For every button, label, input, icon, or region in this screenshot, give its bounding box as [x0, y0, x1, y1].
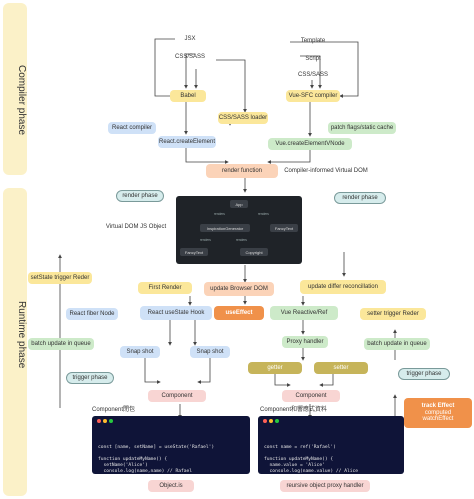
render-function-node: render function	[206, 164, 278, 178]
template-node: Template	[300, 37, 326, 44]
jsx-node: JSX	[184, 35, 196, 42]
vue-code-panel: const name = ref('Rafael') function upda…	[258, 416, 404, 474]
render-phase-left-node: render phase	[116, 190, 164, 202]
vdom-renders-label-3: renders	[200, 238, 211, 242]
css-sass-left-node: CSS/SASS	[174, 53, 205, 60]
object-is-node: Object.is	[148, 480, 194, 492]
css-sass-loader-node: CSS/SASS loader	[218, 112, 268, 124]
code-line: function updateMyName() {	[264, 456, 334, 462]
script-node: Script	[305, 55, 321, 62]
runtime-phase-band	[3, 188, 27, 496]
snap-shot-left-node: Snap shot	[120, 346, 160, 358]
code-line: console.log(name,name) // Rafael	[98, 469, 193, 474]
react-fiber-node: React fiber Node	[66, 308, 118, 320]
getter-node: getter	[248, 362, 302, 374]
first-render-node: First Render	[138, 282, 192, 294]
babel-node: Babel	[170, 90, 206, 102]
code-line: const name = ref('Rafael')	[264, 444, 336, 450]
compiler-phase-band	[3, 3, 27, 175]
vdom-copyright-node: Copyright	[240, 248, 268, 256]
css-sass-right-node: CSS/SASS	[297, 71, 328, 78]
batch-update-right-node: batch update in queue	[364, 338, 430, 350]
component-right-node: Component	[282, 390, 340, 402]
component-left-caption: Component閉包	[92, 407, 136, 413]
trigger-phase-right-node: trigger phase	[398, 368, 450, 380]
vue-reactive-ref-node: Vue Reactive/Ref	[270, 306, 338, 320]
vdom-fancy-text-top-node: FancyText	[270, 224, 298, 232]
vdom-renders-label-4: renders	[236, 238, 247, 242]
use-effect-node: useEffect	[214, 306, 264, 320]
runtime-phase-label: Runtime phase	[16, 301, 27, 369]
react-usestate-hook-node: React useState Hook	[140, 306, 212, 320]
trigger-phase-left-node: trigger phase	[66, 372, 114, 384]
vdom-inspiration-node: InspirationGenerator	[200, 224, 250, 232]
window-dots	[263, 419, 279, 423]
code-line: function updateMyName() {	[98, 456, 168, 462]
code-line: const [name, setName] = useState('Rafael…	[98, 444, 215, 450]
code-line: setName('Alice')	[98, 463, 148, 469]
computed-watch-label: computed watchEffect	[422, 409, 454, 423]
component-left-node: Component	[148, 390, 206, 402]
react-code-body: const [name, setName] = useState('Rafael…	[98, 445, 244, 474]
track-effect-label: track Effect	[421, 403, 455, 410]
vue-create-vnode-node: Vue.createElementVNode	[268, 138, 352, 150]
recursive-proxy-node: reursive object proxy handler	[280, 480, 370, 492]
code-line: console.log(name.value) // Alice	[264, 469, 359, 474]
react-compiler-node: React compiler	[108, 122, 156, 134]
vue-code-body: const name = ref('Rafael') function upda…	[264, 445, 398, 474]
track-effect-node: track Effect computed watchEffect	[404, 398, 472, 428]
setter-trigger-node: setter trigger Reder	[360, 308, 426, 320]
vdom-app-node: App	[230, 200, 248, 208]
code-line: name.value = 'Alice'	[264, 463, 325, 469]
window-dots	[97, 419, 113, 423]
vdom-fancy-text-bottom-node: FancyText	[180, 248, 208, 256]
set-state-trigger-node: setState trigger Reder	[28, 272, 92, 284]
react-create-element-node: React.createElement	[158, 136, 216, 148]
vdom-renders-label-1: renders	[214, 212, 225, 216]
vdom-js-object-label: Virtual DOM JS Object	[105, 223, 167, 230]
compiler-phase-label: Compiler phase	[16, 64, 27, 136]
render-phase-right-node: render phase	[334, 192, 386, 204]
vue-sfc-compiler-node: Vue-SFC compiler	[286, 90, 340, 102]
batch-update-left-node: batch update in queue	[28, 338, 94, 350]
proxy-handler-node: Proxy handler	[282, 336, 328, 348]
patch-flags-node: patch flags/static cache	[328, 122, 396, 134]
snap-shot-right-node: Snap shot	[190, 346, 230, 358]
update-browser-dom-node: update Browser DOM	[204, 282, 274, 296]
vdom-renders-label-2: renders	[258, 212, 269, 216]
compiler-informed-vdom-node: Compiler-informed Virtual DOM	[284, 167, 368, 174]
component-right-caption: Component和響應式資料	[260, 407, 328, 413]
setter-node: setter	[314, 362, 368, 374]
update-diff-node: update differ reconcillation	[300, 280, 386, 294]
react-code-panel: const [name, setName] = useState('Rafael…	[92, 416, 250, 474]
